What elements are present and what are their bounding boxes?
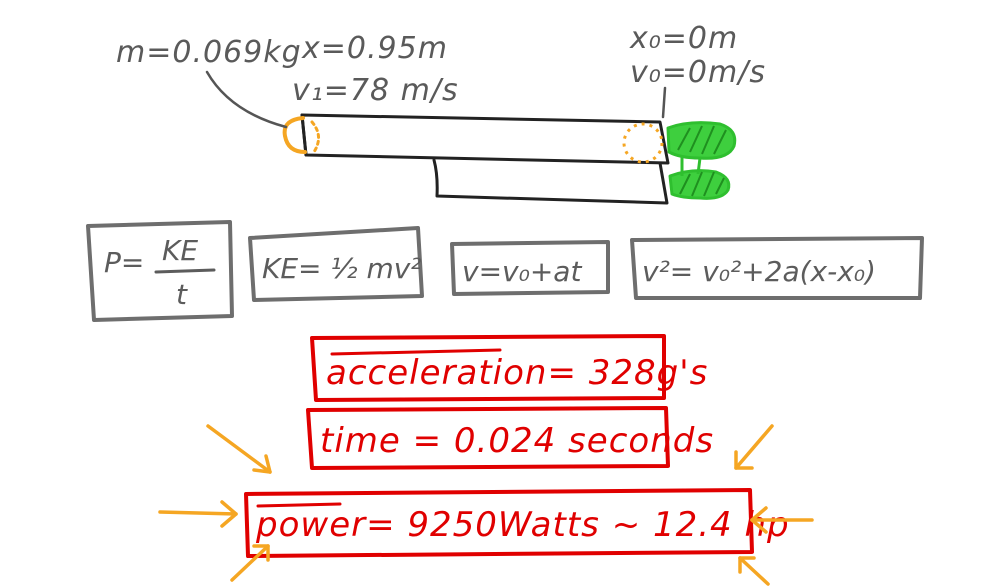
hatch-bottom: [679, 171, 725, 197]
tube-mouth-line: [300, 113, 308, 157]
mass-label: m=0.069kg: [116, 35, 302, 70]
position-start-label: x₀=0m: [629, 21, 738, 56]
emphasis-arrows: [158, 424, 814, 586]
ball-exit: [282, 116, 320, 154]
power-fraction-bar: [154, 268, 216, 274]
pointer-start: [661, 86, 667, 119]
tube-outline: [300, 113, 670, 165]
acceleration-overline: [330, 348, 502, 356]
pointer-mass: [205, 70, 288, 129]
lower-tube: [432, 158, 669, 205]
grip-top: [666, 121, 737, 160]
power-box: [86, 220, 234, 322]
time-box: [306, 406, 670, 470]
arrow-lower-right: [738, 556, 770, 586]
velocity-exit-label: v₁=78 m/s: [292, 73, 459, 108]
arrow-upper-right: [734, 424, 774, 470]
pointer-lines: [205, 70, 667, 129]
ball-start: [622, 122, 664, 164]
kinematic-eq: v²= v₀²+2a(x-x₀): [642, 255, 876, 288]
result-boxes: [244, 334, 754, 558]
acceleration-result: acceleration= 328g's: [326, 353, 708, 393]
time-result: time = 0.024 seconds: [320, 421, 714, 461]
grip-bottom: [668, 169, 731, 200]
ball-exit-dots: [310, 120, 320, 154]
grip-link: [680, 156, 702, 176]
velocity-start-label: v₀=0m/s: [630, 55, 766, 90]
hatch-top: [677, 125, 727, 155]
grip-hatching: [677, 125, 727, 197]
power-eq-numerator: KE: [162, 234, 198, 267]
arrow-left: [158, 500, 238, 528]
velocity-eq: v=v₀+at: [462, 255, 582, 288]
launcher-tube: [300, 113, 670, 205]
acceleration-box: [310, 334, 666, 402]
kinematic-box: [630, 236, 924, 300]
ball-exit-arc: [282, 116, 307, 154]
arrow-upper-left: [206, 424, 272, 474]
power-result: power= 9250Watts ~ 12.4 hp: [255, 505, 790, 545]
grip-handles: [666, 121, 737, 200]
arrow-lower-left: [230, 544, 270, 582]
power-eq-lhs: P=: [104, 246, 144, 279]
kinetic-box: [248, 226, 424, 302]
power-overline: [256, 502, 342, 508]
kinetic-energy-eq: KE= ½ mv²: [262, 252, 422, 285]
arrow-right: [750, 506, 814, 534]
equation-boxes: [86, 220, 924, 322]
power-result-box: [244, 488, 754, 558]
velocity-box: [450, 240, 610, 296]
position-exit-label: x=0.95m: [301, 31, 448, 66]
power-eq-denominator: t: [176, 278, 188, 311]
